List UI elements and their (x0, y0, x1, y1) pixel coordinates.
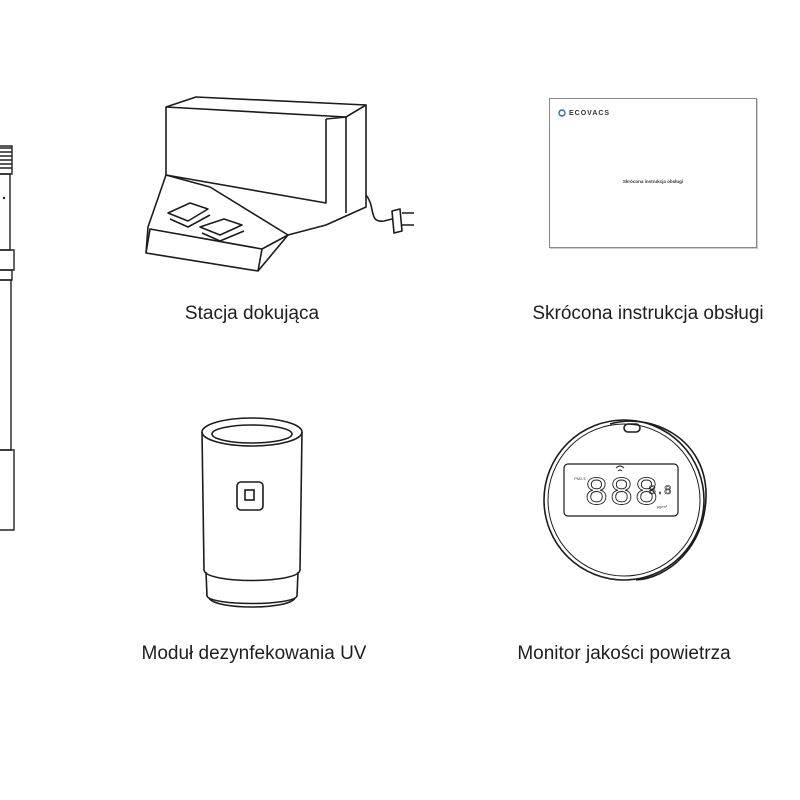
guide-brand: ECOVACS (569, 109, 611, 117)
docking-station-icon (145, 96, 414, 272)
item-caption-docking-station: Stacja dokująca (184, 303, 320, 324)
monitor-small-readout: 8.8 (648, 483, 671, 498)
monitor-readout: 888 (584, 472, 659, 517)
monitor-label-left: PM2.5 (574, 476, 586, 481)
item-caption-quick-guide: Skrócona instrukcja obsługi (532, 303, 764, 324)
uv-module-icon (201, 417, 303, 608)
vacuum-stick-icon (0, 145, 15, 531)
item-caption-air-monitor: Monitor jakości powietrza (517, 643, 731, 664)
guide-title: Skrócona instrukcja obsługi (622, 179, 684, 184)
item-caption-uv-module: Moduł dezynfekowania UV (141, 643, 367, 664)
monitor-label-right: μg/m³ (657, 504, 668, 509)
ecovacs-logo-icon (558, 109, 566, 117)
air-quality-monitor-icon: 888 8.8 PM2.5 μg/m³ (543, 419, 707, 581)
quick-guide-icon: ECOVACS Skrócona instrukcja obsługi (549, 98, 757, 248)
